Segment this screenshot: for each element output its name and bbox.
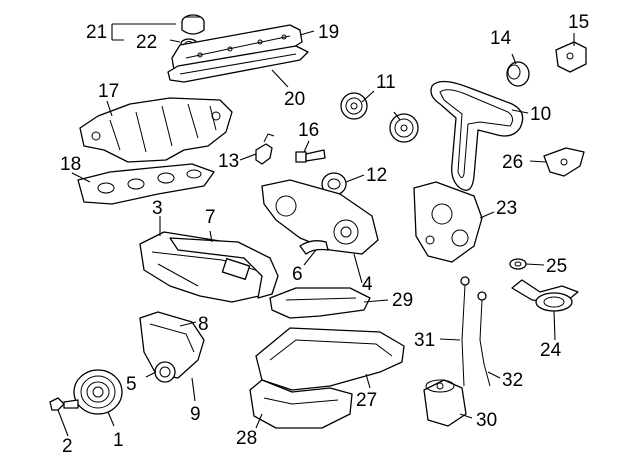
callout-7: 7 bbox=[205, 207, 216, 228]
callout-16: 16 bbox=[298, 120, 319, 141]
callout-6: 6 bbox=[292, 264, 303, 285]
callout-17: 17 bbox=[98, 81, 119, 102]
callout-31: 31 bbox=[414, 330, 435, 351]
callout-19: 19 bbox=[318, 22, 339, 43]
pulley-bolt bbox=[49, 397, 79, 411]
callout-labels: 1 2 3 4 5 6 7 8 9 10 11 12 13 14 15 16 1… bbox=[60, 12, 589, 457]
callout-25: 25 bbox=[546, 256, 567, 277]
oil-baffle-plate bbox=[269, 287, 371, 319]
callout-14: 14 bbox=[490, 28, 512, 49]
callout-18: 18 bbox=[60, 154, 81, 175]
dipstick-tube bbox=[477, 291, 491, 387]
position-sensor bbox=[255, 133, 275, 165]
callout-22: 22 bbox=[136, 32, 157, 53]
intake-manifold-gasket bbox=[77, 163, 215, 205]
callout-24: 24 bbox=[540, 340, 562, 361]
strainer-gasket bbox=[509, 258, 527, 270]
timing-cover-plate bbox=[169, 237, 279, 299]
oil-filler-cap bbox=[181, 14, 205, 35]
callout-2: 2 bbox=[62, 436, 73, 457]
callout-32: 32 bbox=[502, 370, 523, 391]
lower-oil-pan bbox=[249, 379, 353, 429]
leader-lines bbox=[57, 23, 575, 437]
callout-3: 3 bbox=[152, 198, 163, 219]
valve-cover-gasket bbox=[167, 45, 309, 83]
crankshaft-seal bbox=[154, 361, 176, 383]
timing-belt bbox=[430, 80, 524, 191]
rear-timing-cover bbox=[261, 179, 379, 255]
callout-5: 5 bbox=[126, 374, 137, 395]
callout-29: 29 bbox=[392, 290, 413, 311]
oil-dipstick bbox=[460, 276, 470, 387]
callout-20: 20 bbox=[284, 89, 305, 110]
callout-21: 21 bbox=[86, 22, 107, 43]
oil-strainer bbox=[511, 279, 579, 312]
valve-cover bbox=[171, 24, 303, 73]
callout-9: 9 bbox=[190, 404, 201, 425]
camshaft-pulley-right bbox=[389, 113, 419, 143]
callout-12: 12 bbox=[366, 165, 387, 186]
callout-23: 23 bbox=[496, 198, 517, 219]
callout-27: 27 bbox=[356, 390, 377, 411]
oil-filter bbox=[423, 379, 467, 427]
upper-oil-pan bbox=[255, 327, 405, 391]
belt-guide bbox=[299, 240, 329, 255]
callout-10: 10 bbox=[530, 104, 551, 125]
idler-bolt bbox=[295, 149, 326, 163]
callout-15: 15 bbox=[568, 12, 589, 33]
idler-pulley bbox=[506, 61, 530, 87]
callout-4: 4 bbox=[362, 274, 373, 295]
callout-11: 11 bbox=[376, 72, 396, 93]
intake-manifold bbox=[79, 97, 233, 163]
callout-1: 1 bbox=[113, 430, 124, 451]
callout-13: 13 bbox=[218, 151, 239, 172]
oil-pump bbox=[413, 181, 483, 263]
crankshaft-pulley bbox=[73, 369, 123, 415]
callout-30: 30 bbox=[476, 410, 497, 431]
mount-bracket bbox=[555, 41, 587, 73]
callout-26: 26 bbox=[502, 152, 523, 173]
callout-8: 8 bbox=[198, 314, 209, 335]
camshaft-pulley-left bbox=[340, 92, 368, 120]
engine-bracket bbox=[543, 147, 585, 177]
timing-cover-gasket bbox=[139, 311, 205, 379]
callout-28: 28 bbox=[236, 428, 257, 449]
